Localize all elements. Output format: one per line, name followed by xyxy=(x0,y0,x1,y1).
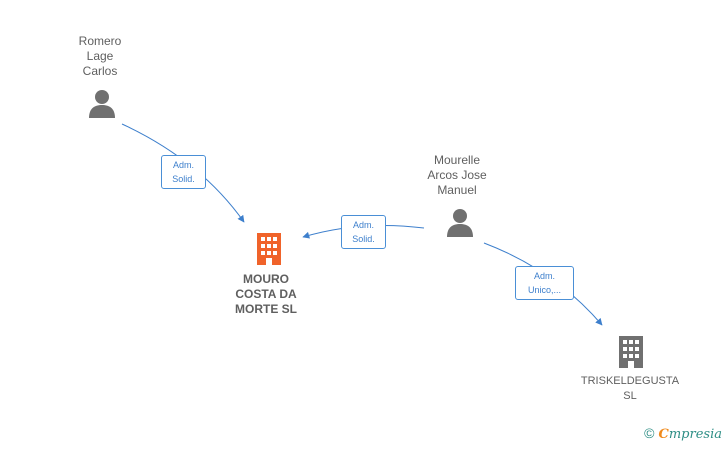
copyright-symbol: © xyxy=(644,425,655,441)
person-label-mourelle[interactable]: Mourelle Arcos Jose Manuel xyxy=(427,153,487,197)
edge-label-mourelle-triskeldegusta[interactable]: Adm. Unico,... xyxy=(515,266,574,300)
edge-label-romero-mouro[interactable]: Adm. Solid. xyxy=(161,155,206,189)
building-icon[interactable] xyxy=(254,231,284,265)
brand-name: mpresia xyxy=(668,427,722,442)
person-label-romero[interactable]: Romero Lage Carlos xyxy=(78,34,122,78)
brand-logo-mark: C xyxy=(658,427,669,442)
company-label-triskeldegusta[interactable]: TRISKELDEGUSTA SL xyxy=(580,375,680,402)
edge-label-mourelle-mouro[interactable]: Adm. Solid. xyxy=(341,215,386,249)
person-icon[interactable] xyxy=(446,208,474,238)
company-label-mouro[interactable]: MOURO COSTA DA MORTE SL xyxy=(235,272,297,316)
person-icon[interactable] xyxy=(88,89,116,119)
footer-brand: ©Cmpresia xyxy=(644,425,722,442)
building-icon[interactable] xyxy=(616,334,646,368)
